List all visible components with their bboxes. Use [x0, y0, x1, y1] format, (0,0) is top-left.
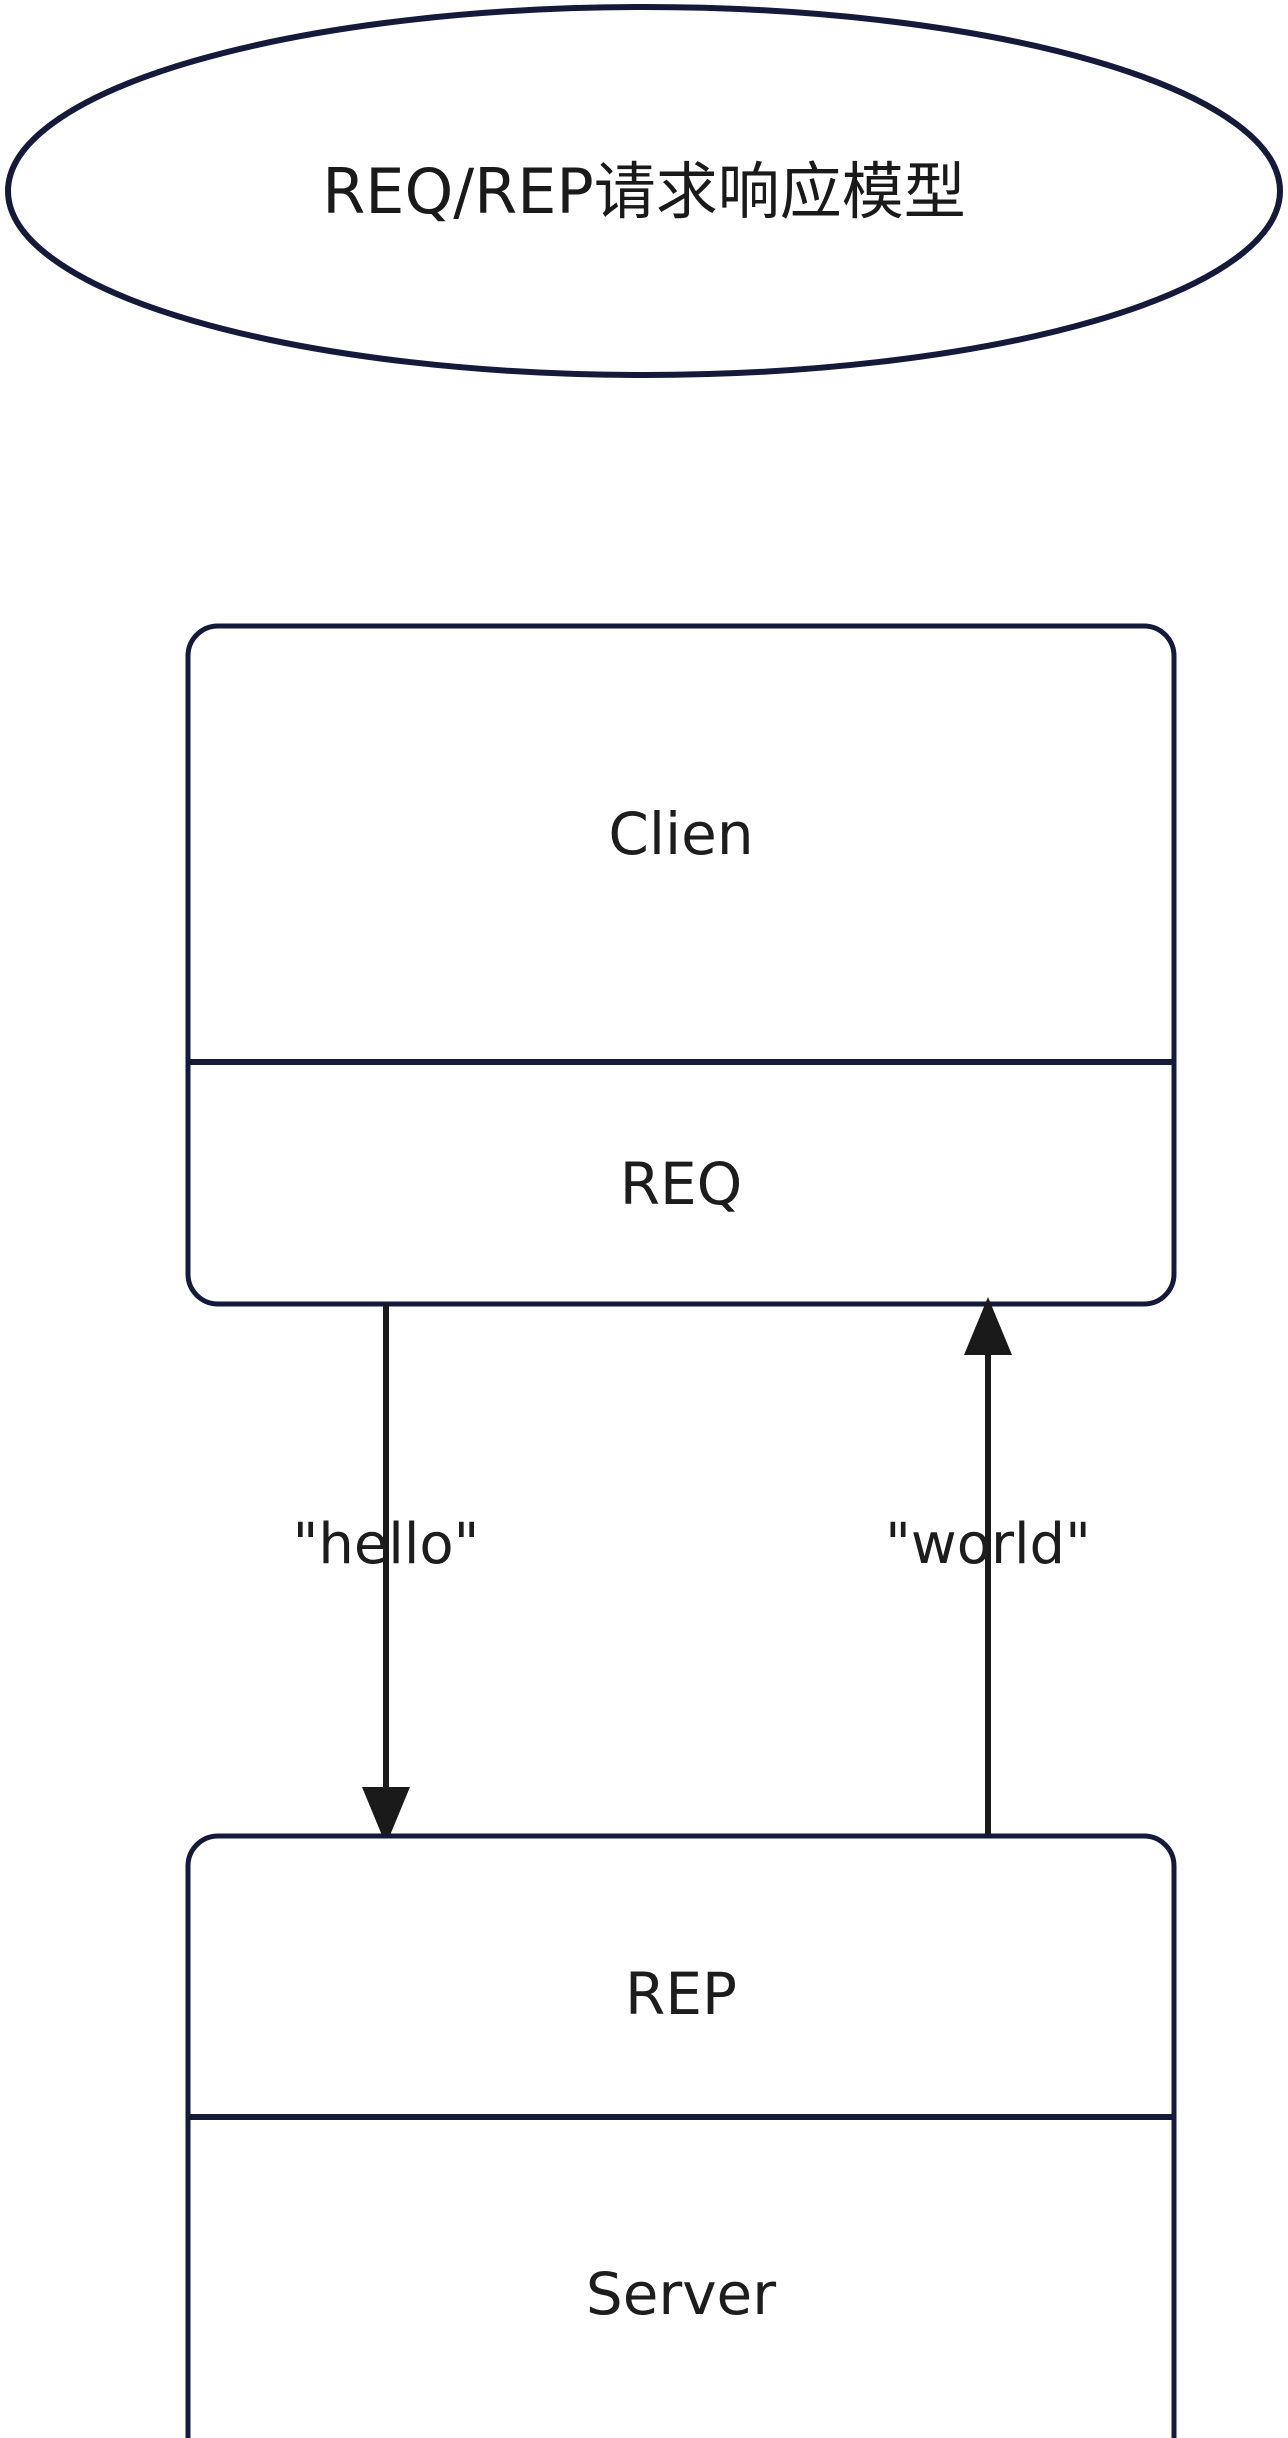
server-node-top-label: REP: [625, 1960, 737, 2028]
reply-edge[interactable]: "world": [885, 1297, 1091, 1835]
reply-edge-arrowhead-icon: [964, 1297, 1012, 1355]
client-node-bottom-label: REQ: [620, 1150, 743, 1218]
client-node-shape: [185, 623, 1177, 1307]
diagram-title: REQ/REP请求响应模型: [322, 155, 966, 228]
client-node-top-label: Clien: [608, 800, 753, 868]
request-edge-arrowhead-icon: [362, 1787, 410, 1845]
request-edge-label: "hello": [293, 1512, 480, 1577]
server-node-bottom-label: Server: [586, 2260, 776, 2328]
server-node-shape: [185, 1833, 1177, 2438]
client-node[interactable]: Clien REQ: [185, 623, 1177, 1307]
title-ellipse-shape: [5, 4, 1283, 378]
request-edge[interactable]: "hello": [293, 1304, 480, 1845]
reply-edge-label: "world": [885, 1512, 1091, 1577]
server-node[interactable]: REP Server: [185, 1833, 1177, 2438]
title-ellipse-group[interactable]: REQ/REP请求响应模型: [5, 4, 1283, 378]
